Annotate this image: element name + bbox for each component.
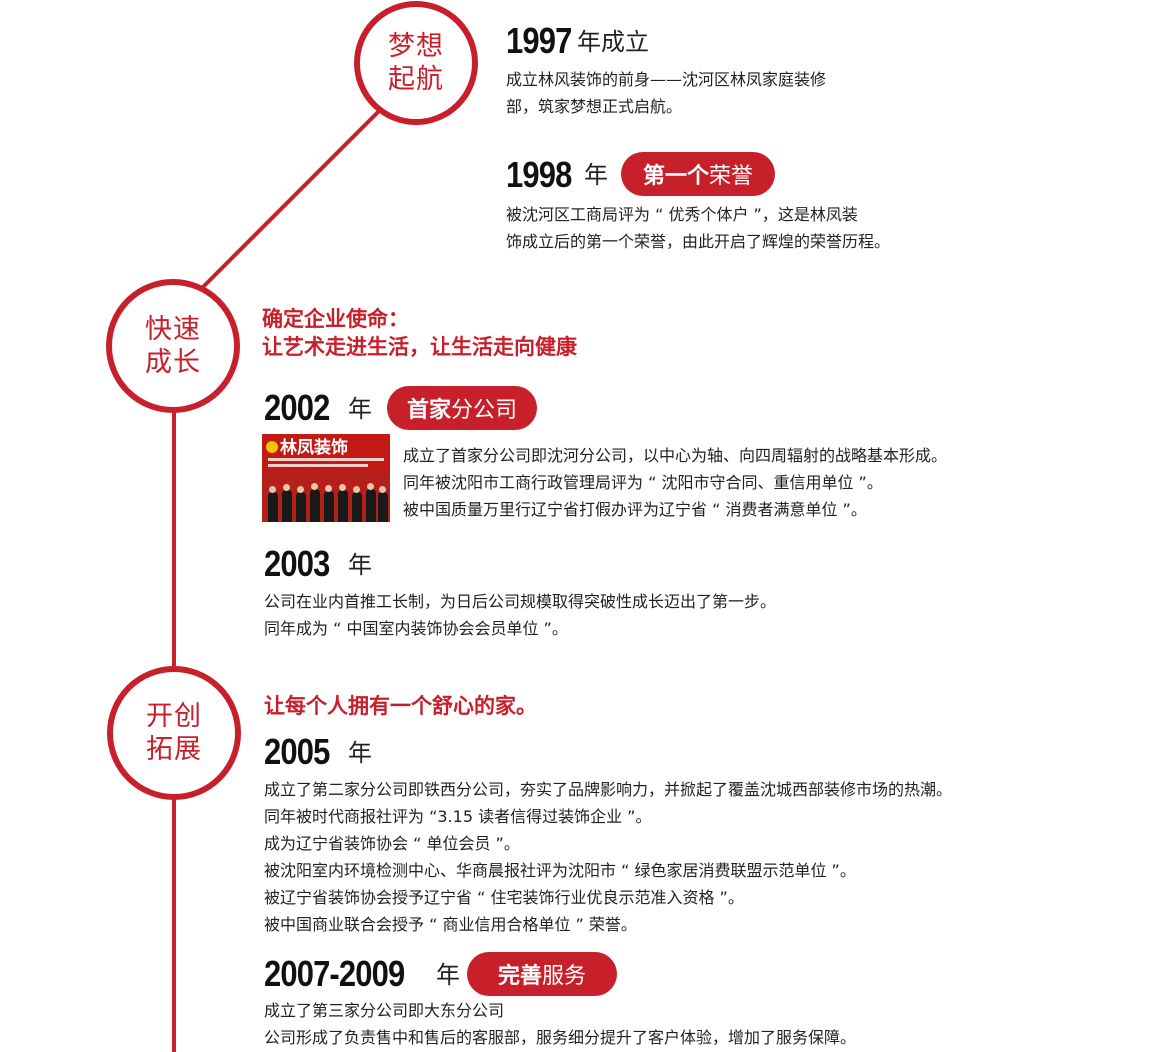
- desc-line: 被辽宁省装饰协会授予辽宁省 “ 住宅装饰行业优良示范准入资格 ”。: [264, 888, 744, 907]
- stage-circle-dream: 梦想 起航: [354, 1, 478, 125]
- desc-2003: 公司在业内首推工长制，为日后公司规模取得突破性成长迈出了第一步。 同年成为 “ …: [264, 588, 776, 642]
- desc-line: 被中国质量万里行辽宁省打假办评为辽宁省 “ 消费者满意单位 ”。: [403, 500, 867, 519]
- desc-2002: 成立了首家分公司即沈河分公司，以中心为轴、向四周辐射的战略基本形成。 同年被沈阳…: [403, 442, 947, 523]
- desc-line: 被沈河区工商局评为 “ 优秀个体户 ”，这是林凤装: [506, 205, 858, 224]
- stage-label-line1: 梦想: [388, 31, 444, 62]
- year-2002: 2002: [264, 387, 330, 428]
- stage-label-line1: 快速: [145, 314, 201, 345]
- badge-bold: 第一个: [642, 164, 709, 189]
- desc-line: 成立了首家分公司即沈河分公司，以中心为轴、向四周辐射的战略基本形成。: [403, 446, 948, 465]
- desc-line: 部，筑家梦想正式启航。: [506, 97, 683, 116]
- year-suffix-1997: 年成立: [577, 28, 649, 56]
- desc-line: 成为辽宁省装饰协会 “ 单位会员 ”。: [264, 834, 520, 853]
- desc-line: 公司在业内首推工长制，为日后公司规模取得突破性成长迈出了第一步。: [264, 592, 777, 611]
- mission-statement-2: 让每个人拥有一个舒心的家。: [264, 694, 537, 718]
- branch-photo: 林凤装饰: [262, 434, 390, 522]
- year-1997: 1997: [506, 20, 572, 61]
- desc-line: 同年被时代商报社评为 “3.15 读者信得过装饰企业 ”。: [264, 807, 652, 826]
- photo-banner-stripe: [268, 464, 368, 467]
- mission-line: 确定企业使命：: [262, 307, 409, 331]
- year-2005: 2005: [264, 731, 330, 772]
- year-suffix-2005: 年: [348, 739, 372, 767]
- desc-line: 成立了第三家分公司即大东分公司: [264, 1001, 505, 1020]
- year-1998: 1998: [506, 154, 572, 195]
- desc-2007: 成立了第三家分公司即大东分公司 公司形成了负责售中和售后的客服部，服务细分提升了…: [264, 997, 856, 1051]
- desc-1998: 被沈河区工商局评为 “ 优秀个体户 ”，这是林凤装 饰成立后的第一个荣誉，由此开…: [506, 201, 890, 255]
- photo-logo-text: 林凤装饰: [280, 438, 348, 458]
- photo-banner-stripe: [268, 458, 384, 461]
- badge-light: 服务: [542, 964, 587, 989]
- desc-line: 被沈阳室内环境检测中心、华商晨报社评为沈阳市 “ 绿色家居消费联盟示范单位 ”。: [264, 861, 856, 880]
- badge-first-branch: 首家分公司: [387, 386, 537, 430]
- desc-line: 公司形成了负责售中和售后的客服部，服务细分提升了客户体验，增加了服务保障。: [264, 1028, 857, 1047]
- year-suffix-1998: 年: [584, 161, 608, 189]
- mission-line: 让艺术走进生活，让生活走向健康: [262, 335, 577, 359]
- mission-statement-1: 确定企业使命： 让艺术走进生活，让生活走向健康: [262, 305, 577, 361]
- year-suffix-2002: 年: [348, 395, 372, 423]
- desc-line: 成立林风装饰的前身——沈河区林凤家庭装修: [506, 70, 827, 89]
- desc-line: 被中国商业联合会授予 “ 商业信用合格单位 ” 荣誉。: [264, 915, 637, 934]
- desc-line: 饰成立后的第一个荣誉，由此开启了辉煌的荣誉历程。: [506, 232, 891, 251]
- badge-first-honor: 第一个荣誉: [621, 152, 775, 196]
- desc-2005: 成立了第二家分公司即铁西分公司，夯实了品牌影响力，并掀起了覆盖沈城西部装修市场的…: [264, 776, 952, 938]
- year-2007-2009: 2007-2009: [264, 953, 405, 994]
- desc-line: 成立了第二家分公司即铁西分公司，夯实了品牌影响力，并掀起了覆盖沈城西部装修市场的…: [264, 780, 953, 799]
- badge-bold: 首家: [406, 398, 451, 423]
- stage-label-line2: 拓展: [146, 734, 202, 765]
- badge-light: 荣誉: [709, 164, 754, 189]
- year-suffix-2007: 年: [436, 961, 460, 989]
- year-2003: 2003: [264, 543, 330, 584]
- stage-label-line2: 成长: [145, 347, 201, 378]
- stage-label-line2: 起航: [388, 64, 444, 95]
- desc-1997: 成立林风装饰的前身——沈河区林凤家庭装修 部，筑家梦想正式启航。: [506, 66, 826, 120]
- photo-staff-group: [262, 472, 390, 522]
- stage-circle-growth: 快速 成长: [106, 279, 240, 413]
- year-suffix-2003: 年: [348, 551, 372, 579]
- badge-light: 分公司: [451, 398, 518, 423]
- logo-icon: [266, 441, 278, 453]
- desc-line: 同年被沈阳市工商行政管理局评为 “ 沈阳市守合同、重信用单位 ”。: [403, 473, 883, 492]
- desc-line: 同年成为 “ 中国室内装饰协会会员单位 ”。: [264, 619, 568, 638]
- stage-circle-expand: 开创 拓展: [107, 666, 241, 800]
- stage-label-line1: 开创: [146, 701, 202, 732]
- badge-improve-service: 完善服务: [467, 952, 617, 996]
- badge-bold: 完善: [497, 964, 542, 989]
